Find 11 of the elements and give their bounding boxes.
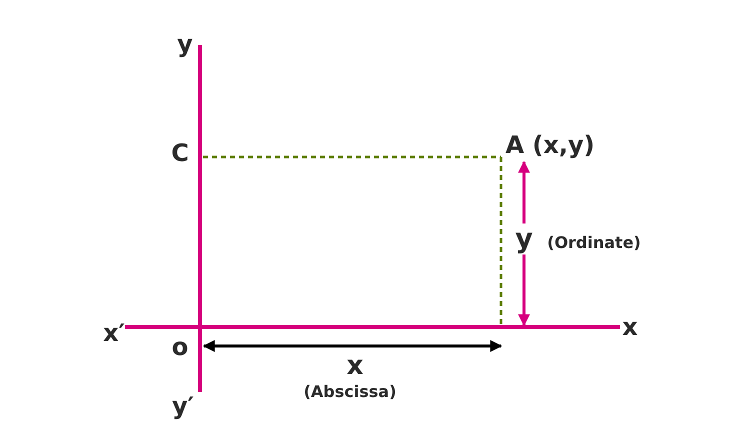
axis-caption: (Ordinate): [547, 235, 641, 251]
axis-label: y: [515, 224, 533, 254]
axis-label: x: [622, 315, 638, 339]
origin-label: o: [172, 335, 188, 359]
axis-caption: (Abscissa): [304, 384, 396, 400]
axis-label: x′: [103, 321, 125, 345]
point-label: C: [171, 141, 189, 165]
axis-label: y: [177, 32, 193, 56]
point-label: A (x,y): [505, 133, 595, 157]
axis-label: x: [346, 353, 364, 379]
axis-label: y′: [172, 394, 194, 418]
